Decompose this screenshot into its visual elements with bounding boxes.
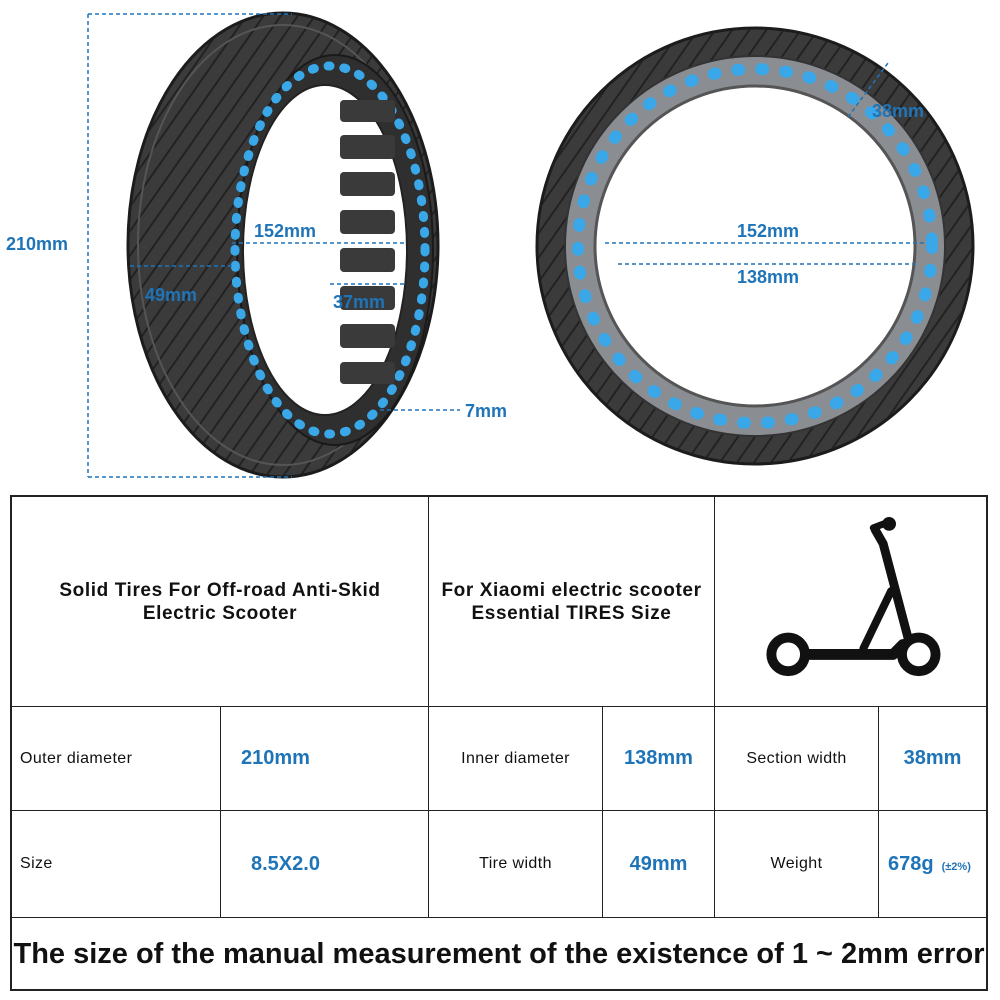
title-mid-line2: Essential TIRES Size xyxy=(471,602,672,624)
scooter-cell xyxy=(715,497,986,706)
dim-tire-width: 49mm xyxy=(145,285,197,305)
spec-table: Solid Tires For Off-road Anti-Skid Elect… xyxy=(10,495,988,991)
outer-diameter-value: 210mm xyxy=(241,747,310,769)
right-tire xyxy=(535,26,975,466)
right-tire-hole xyxy=(593,84,917,408)
inner-diameter-value: 138mm xyxy=(624,747,693,769)
tire-dimension-figure: 210mm 152mm 49mm 37mm 7mm 38mm 152mm 138… xyxy=(6,11,975,479)
measurement-error-note: The size of the manual measurement of th… xyxy=(13,938,985,970)
section-width-value: 38mm xyxy=(903,747,962,769)
dim-wall: 7mm xyxy=(465,401,507,421)
title-left-cell: Solid Tires For Off-road Anti-Skid Elect… xyxy=(12,497,429,706)
dim-inner-152: 152mm xyxy=(737,221,799,241)
dim-inner-138: 138mm xyxy=(737,267,799,287)
weight-tolerance: (±2%) xyxy=(941,860,971,873)
weight-label: Weight xyxy=(770,855,823,872)
title-mid-line1: For Xiaomi electric scooter xyxy=(441,579,702,601)
title-left-line1: Solid Tires For Off-road Anti-Skid xyxy=(59,579,381,601)
table-row: The size of the manual measurement of th… xyxy=(12,918,986,991)
title-left-line2: Electric Scooter xyxy=(142,602,298,624)
size-label: Size xyxy=(20,855,53,872)
scooter-icon xyxy=(766,516,941,676)
weight-value-wrap: 678g (±2%) xyxy=(879,853,971,876)
tire-width-value: 49mm xyxy=(629,852,688,875)
weight-value: 678g xyxy=(888,852,934,875)
outer-diameter-label: Outer diameter xyxy=(20,749,133,767)
left-tire xyxy=(126,11,440,479)
table-row: Size 8.5X2.0 Tire width 49mm Weight 678g… xyxy=(12,811,986,918)
size-value: 8.5X2.0 xyxy=(251,852,320,875)
title-mid-cell: For Xiaomi electric scooter Essential TI… xyxy=(429,497,715,706)
dim-section: 38mm xyxy=(872,101,924,121)
inner-diameter-label: Inner diameter xyxy=(461,749,570,767)
section-width-label: Section width xyxy=(746,749,847,767)
table-row: Outer diameter 210mm Inner diameter 138m… xyxy=(12,707,986,811)
dim-hole-depth: 37mm xyxy=(333,292,385,312)
left-tire-blue-dots xyxy=(230,61,430,439)
left-tire-honeycomb xyxy=(340,100,395,384)
dim-inner-rim: 152mm xyxy=(254,221,316,241)
right-tire-blue-dots xyxy=(572,63,938,429)
table-row: Solid Tires For Off-road Anti-Skid Elect… xyxy=(12,497,986,707)
dim-outer-diameter: 210mm xyxy=(6,234,68,254)
tire-width-label: Tire width xyxy=(479,855,552,872)
dimension-guides xyxy=(87,13,925,478)
